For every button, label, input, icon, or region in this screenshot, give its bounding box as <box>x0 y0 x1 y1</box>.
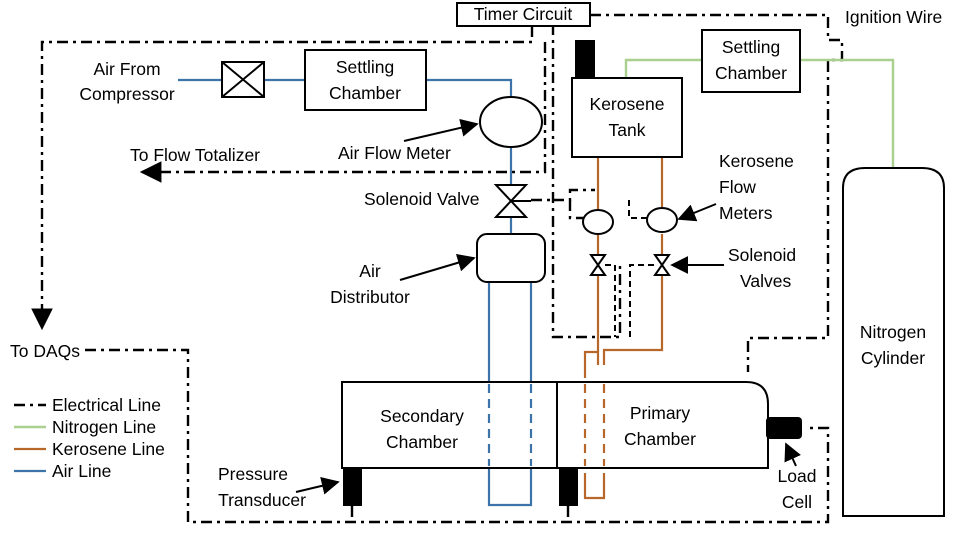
ignition-wire-label: Ignition Wire <box>845 7 942 27</box>
load-cell-icon <box>766 417 802 439</box>
kerosene-tank-label-2: Tank <box>609 120 646 140</box>
daq-bottom-loop-line <box>85 348 830 524</box>
load-cell-label-1: Load <box>778 466 817 486</box>
kerosene-solenoid-valve-right-icon <box>653 254 671 276</box>
air-distributor-pointer <box>399 253 476 281</box>
kerosene-meter-signal-right <box>628 200 647 219</box>
solenoid-valve-label: Solenoid Valve <box>364 189 479 209</box>
air-distributor-label-1: Air <box>359 261 381 281</box>
pressure-transducer-label-2: Transducer <box>218 490 306 510</box>
air-settling-label-2: Chamber <box>329 83 401 103</box>
n2-settling-label-1: Settling <box>722 37 780 57</box>
timer-circuit: Timer Circuit <box>456 2 591 27</box>
primary-chamber-label-1: Primary <box>630 403 691 423</box>
to-daqs-label: To DAQs <box>10 341 80 361</box>
nitrogen-lines <box>624 58 895 168</box>
pressure-transducer-secondary-icon <box>343 468 362 506</box>
air-line-bottom-loop <box>487 468 533 507</box>
kerosene-flow-meters-pointer <box>677 203 717 222</box>
legend-nitrogen-label: Nitrogen Line <box>52 417 156 437</box>
to-flow-totalizer-label: To Flow Totalizer <box>130 145 260 165</box>
kerosene-flow-meter-right-icon <box>646 207 678 233</box>
timer-to-daq-line <box>31 26 534 331</box>
load-cell-label-2: Cell <box>782 492 812 512</box>
combustor: Secondary Chamber Primary Chamber <box>341 381 769 469</box>
nitrogen-line-settling-to-cylinder <box>800 58 895 168</box>
kerosene-tank-label-1: Kerosene <box>590 94 665 114</box>
legend-electrical-label: Electrical Line <box>52 395 161 415</box>
nitrogen-cylinder-label-2: Cylinder <box>861 348 925 368</box>
air-flow-meter-pointer <box>403 118 479 142</box>
nitrogen-settling-chamber: Settling Chamber <box>701 29 801 93</box>
kerosene-line-right-down <box>602 275 664 365</box>
pressure-transducer-label-1: Pressure <box>218 464 288 484</box>
primary-chamber-label-2: Chamber <box>624 429 696 449</box>
load-cell-pointer <box>784 442 801 467</box>
kerosene-valve-right-wire <box>629 264 655 337</box>
air-distributor-icon <box>476 233 546 283</box>
air-flow-meter-label: Air Flow Meter <box>338 143 451 163</box>
air-line-settling-to-meter <box>426 78 513 97</box>
air-from-label: Air From <box>93 59 160 79</box>
timer-to-kerosene-valves-line <box>551 24 622 339</box>
timer-circuit-box <box>456 2 591 27</box>
legend-kerosene-label: Kerosene Line <box>52 439 165 459</box>
kerosene-solenoid-valve-left-icon <box>589 254 607 276</box>
solenoid-valves-label-1: Solenoid <box>728 245 796 265</box>
kerosene-meter-signal-line-a <box>553 188 595 202</box>
nitrogen-line-tank-to-settling <box>624 58 702 78</box>
secondary-chamber-label-1: Secondary <box>380 406 464 426</box>
nitrogen-cylinder-label-1: Nitrogen <box>860 322 926 342</box>
air-settling-label-1: Settling <box>336 57 394 77</box>
kerosene-flow-meters-label-1: Kerosene <box>719 151 794 171</box>
kerosene-valve-left-wire <box>605 264 616 337</box>
air-distributor-label-2: Distributor <box>330 287 410 307</box>
air-filter-icon <box>221 61 265 98</box>
legend: Electrical Line Nitrogen Line Kerosene L… <box>14 395 165 481</box>
kerosene-tank: Kerosene Tank <box>571 40 683 158</box>
kerosene-flow-meters-label-3: Meters <box>719 203 773 223</box>
kerosene-flow-meter-left-icon <box>582 209 614 235</box>
air-solenoid-valve-icon <box>493 184 531 218</box>
timer-circuit-label: Timer Circuit <box>474 4 573 24</box>
kerosene-tank-cap <box>575 40 595 78</box>
air-flow-meter-to-totalizer-line <box>139 42 547 183</box>
n2-settling-label-2: Chamber <box>715 63 787 83</box>
legend-air-label: Air Line <box>52 461 111 481</box>
kerosene-meter-signal-line-b <box>568 200 585 220</box>
pressure-transducer-primary-icon <box>559 468 578 506</box>
compressor-label: Compressor <box>79 84 174 104</box>
air-lines <box>178 78 533 507</box>
secondary-chamber-label-2: Chamber <box>386 432 458 452</box>
air-flow-meter-icon <box>479 96 543 148</box>
nitrogen-cylinder: Nitrogen Cylinder <box>842 167 945 517</box>
pressure-transducer-pointer <box>295 476 340 495</box>
kerosene-line-manifold <box>583 350 600 378</box>
kerosene-line-bottom-loop <box>583 478 606 500</box>
kerosene-flow-meters-label-2: Flow <box>719 177 756 197</box>
solenoid-valves-label-2: Valves <box>740 271 791 291</box>
air-settling-chamber: Settling Chamber <box>304 49 427 111</box>
